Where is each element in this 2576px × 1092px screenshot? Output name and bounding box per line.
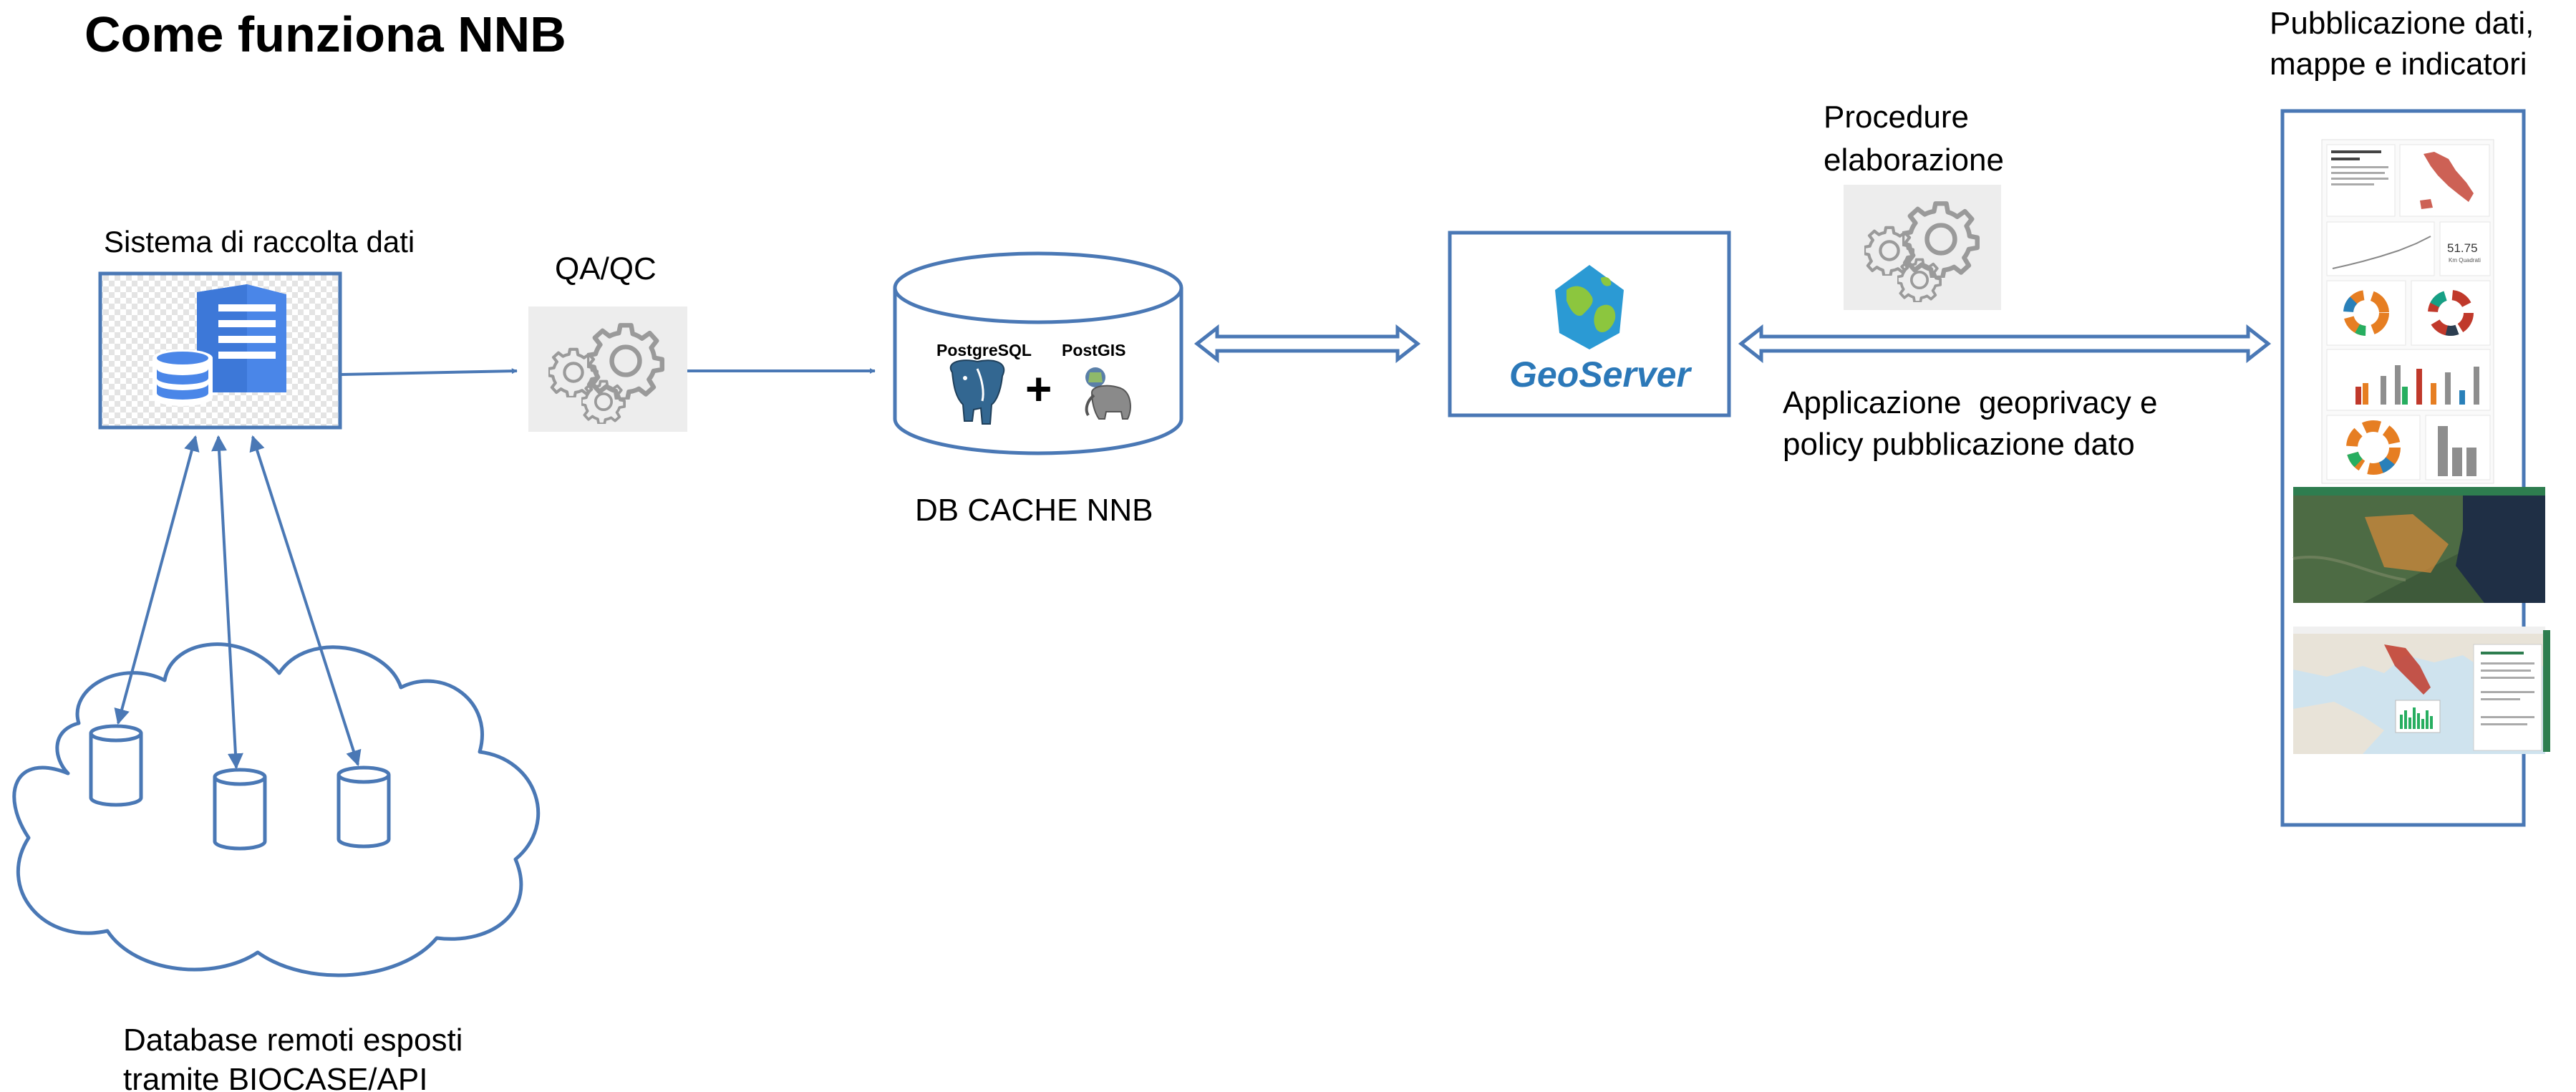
procedure-label-line1: Procedure <box>1824 100 1969 135</box>
postgis-elephant-icon <box>1085 367 1131 420</box>
server-box <box>98 271 342 430</box>
procedure-gears-icon <box>1844 185 2001 310</box>
sistema-label: Sistema di raccolta dati <box>104 225 415 258</box>
geoserver-box: GeoServer <box>1448 231 1731 417</box>
applicazione-label-line1: Applicazione geoprivacy e <box>1783 385 2157 420</box>
cloud-icon <box>12 642 541 977</box>
pubblicazione-panel: 51.75 Km Quadrati <box>2280 109 2550 827</box>
plus-sign: + <box>1025 363 1052 415</box>
double-arrow-geoserver-pubblicazione <box>1738 324 2272 364</box>
remote-db-cylinder-3 <box>339 768 389 846</box>
dashboard-thumbnail: 51.75 Km Quadrati <box>2321 139 2494 484</box>
dashboard-metric-unit: Km Quadrati <box>2449 257 2481 264</box>
db-cache-label: DB CACHE NNB <box>915 493 1153 528</box>
geoserver-globe-icon <box>1555 265 1624 349</box>
qaqc-label: QA/QC <box>555 251 657 286</box>
arrow-db3-server <box>249 435 362 767</box>
remote-db-cylinder-1 <box>91 726 141 805</box>
geoserver-wordmark: GeoServer <box>1509 354 1692 395</box>
pubblicazione-label-line1: Pubblicazione dati, <box>2270 6 2534 41</box>
arrow-db2-server <box>211 435 243 770</box>
qaqc-gears-icon <box>528 306 687 432</box>
dashboard-metric-value: 51.75 <box>2447 241 2478 255</box>
database-label-line2: tramite BIOCASE/API <box>123 1062 427 1092</box>
arrow-db1-server <box>114 435 200 725</box>
page-title: Come funziona NNB <box>84 6 566 62</box>
double-arrow-db-geoserver <box>1193 324 1421 364</box>
pubblicazione-label-line2: mappe e indicatori <box>2270 47 2527 82</box>
db-cache-cylinder: PostgreSQL PostGIS + <box>893 251 1183 455</box>
map-thumbnail-1 <box>2292 487 2545 603</box>
postgresql-elephant-icon <box>949 359 1005 425</box>
map-thumbnail-2 <box>2293 627 2550 754</box>
procedure-label-line2: elaborazione <box>1824 142 2004 178</box>
database-label-line1: Database remoti esposti <box>123 1023 463 1058</box>
postgis-logo-label: PostGIS <box>1062 341 1125 359</box>
postgresql-logo-label: PostgreSQL <box>936 341 1032 359</box>
applicazione-label-line2: policy pubblicazione dato <box>1783 427 2135 462</box>
server-database-icon <box>152 284 286 406</box>
remote-db-cylinder-2 <box>215 770 265 849</box>
arrow-server-qaqc <box>341 368 518 376</box>
